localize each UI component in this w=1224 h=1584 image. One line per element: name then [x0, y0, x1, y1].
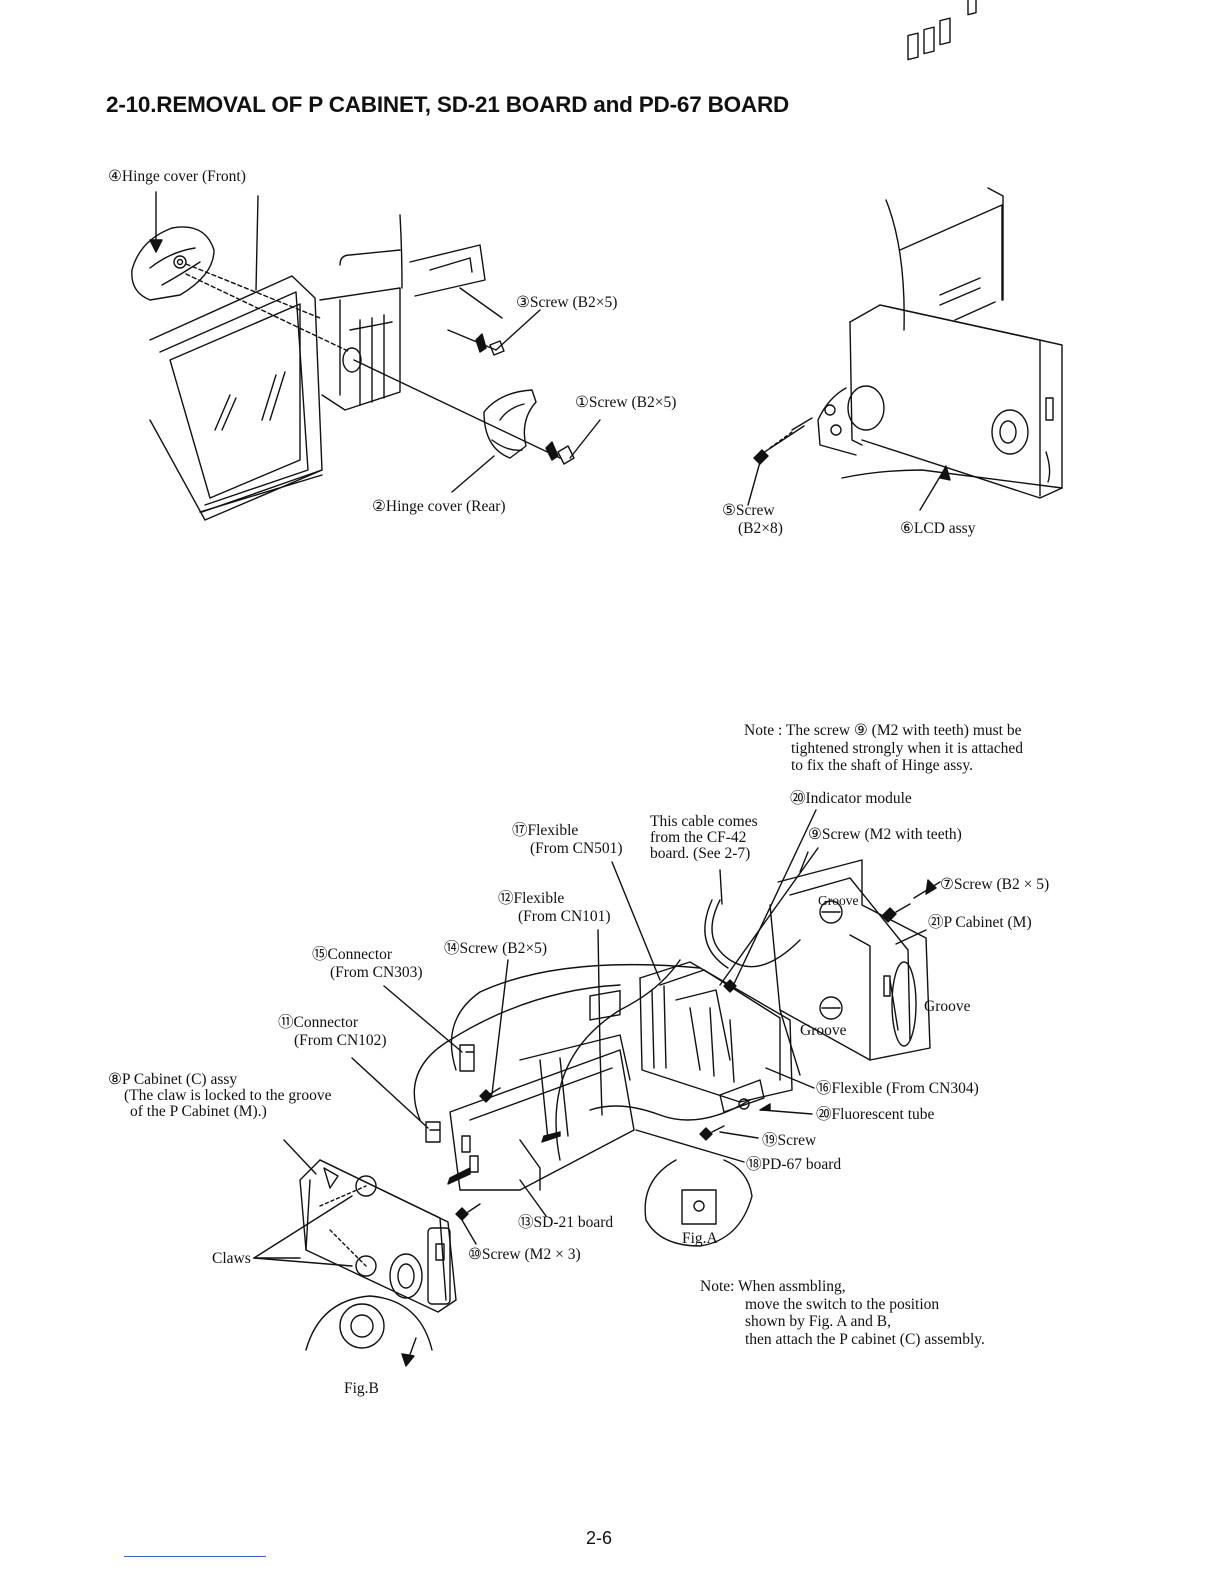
label-screw-9: ⑨Screw (M2 with teeth) — [808, 826, 962, 843]
label-flexible-16: ⑯Flexible (From CN304) — [816, 1080, 979, 1097]
label-cable-line1: This cable comes — [650, 813, 758, 830]
label-cable-line2: from the CF-42 — [650, 829, 747, 846]
note-screw-9-line2: tightened strongly when it is attached — [791, 739, 1024, 757]
note-screw-9: Note : The screw ⑨ (M2 with teeth) must … — [744, 722, 1023, 775]
label-p-cabinet-c: ⑧P Cabinet (C) assy (The claw is locked … — [108, 1072, 331, 1120]
label-groove-mid: Groove — [800, 1022, 847, 1039]
label-connector-15-from: (From CN303) — [330, 964, 423, 981]
leader-lines — [254, 810, 940, 1266]
label-fig-b: Fig.B — [344, 1380, 379, 1397]
lcd-assy-camera-drawing — [748, 0, 1062, 510]
note-assembling-line1: Note: When assmbling, — [700, 1278, 846, 1295]
exploded-assembly-drawing — [300, 860, 930, 1366]
label-cable-line3: board. (See 2-7) — [650, 845, 751, 862]
label-groove-right: Groove — [924, 998, 971, 1015]
label-lcd-assy: ⑥LCD assy — [900, 520, 976, 537]
label-p-cabinet-c-line1: ⑧P Cabinet (C) assy — [108, 1071, 238, 1088]
label-flexible-17-from: (From CN501) — [530, 840, 623, 857]
label-claws: Claws — [212, 1250, 251, 1267]
label-screw-14: ⑭Screw (B2×5) — [444, 940, 548, 957]
footer-rule — [124, 1556, 266, 1557]
label-flexible-12: ⑫Flexible — [498, 890, 565, 907]
note-screw-9-line1: Note : The screw ⑨ (M2 with teeth) must … — [744, 722, 1022, 739]
label-sd21-board: ⑬SD-21 board — [518, 1214, 614, 1231]
label-p-cabinet-m: ㉑P Cabinet (M) — [928, 914, 1032, 931]
label-p-cabinet-c-line2: (The claw is locked to the groove — [124, 1087, 332, 1104]
label-flexible-17: ⑰Flexible — [512, 822, 579, 839]
note-assembling-line3: shown by Fig. A and B, — [745, 1313, 891, 1330]
page-title: 2-10.REMOVAL OF P CABINET, SD-21 BOARD a… — [106, 92, 790, 117]
label-hinge-cover-front: ④Hinge cover (Front) — [108, 168, 246, 185]
note-assembling: Note: When assmbling, move the switch to… — [700, 1278, 985, 1348]
label-screw-19: ⑲Screw — [762, 1132, 817, 1149]
label-fig-a: Fig.A — [682, 1230, 718, 1247]
page-number: 2-6 — [586, 1528, 613, 1548]
label-screw-5-size: (B2×8) — [738, 520, 783, 537]
label-screw-10: ⑩Screw (M2 × 3) — [468, 1246, 581, 1263]
label-screw-1: ①Screw (B2×5) — [575, 394, 677, 411]
label-cable-cf42: This cable comes from the CF-42 board. (… — [650, 814, 758, 862]
label-hinge-cover-rear: ②Hinge cover (Rear) — [372, 498, 506, 515]
label-connector-11: ⑪Connector — [278, 1014, 359, 1031]
label-screw-3: ③Screw (B2×5) — [516, 294, 618, 311]
label-pd67-board: ⑱PD-67 board — [746, 1156, 842, 1173]
note-assembling-line2: move the switch to the position — [745, 1295, 940, 1313]
label-screw-5: ⑤Screw — [722, 502, 775, 519]
label-fluorescent-tube: ⑳Fluorescent tube — [816, 1106, 935, 1123]
note-assembling-line4: then attach the P cabinet (C) assembly. — [745, 1330, 985, 1348]
label-indicator-module: ⑳Indicator module — [790, 790, 912, 807]
lcd-panel-hinge-drawing — [132, 192, 600, 520]
label-flexible-12-from: (From CN101) — [518, 908, 611, 925]
label-connector-11-from: (From CN102) — [294, 1032, 387, 1049]
label-connector-15: ⑮Connector — [312, 946, 393, 963]
note-screw-9-line3: to fix the shaft of Hinge assy. — [791, 757, 973, 774]
label-groove-top: Groove — [818, 893, 859, 908]
label-screw-7: ⑦Screw (B2 × 5) — [940, 876, 1050, 893]
label-p-cabinet-c-line3: of the P Cabinet (M).) — [130, 1103, 267, 1120]
